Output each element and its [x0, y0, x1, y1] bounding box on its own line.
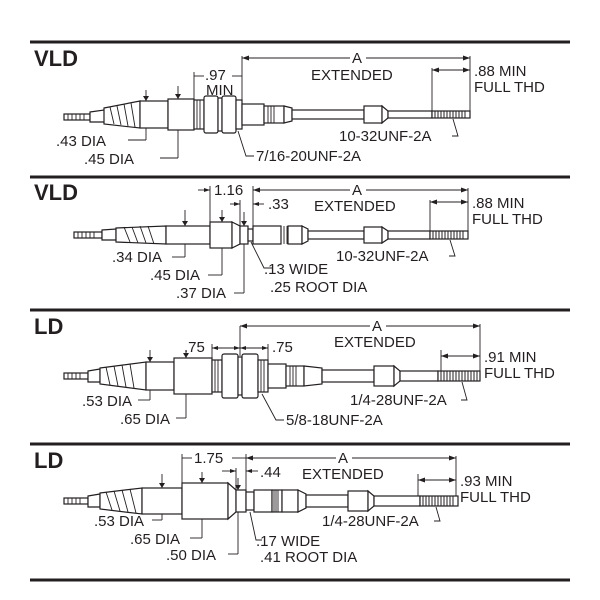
shaft-collar — [363, 105, 383, 124]
probe-shaft — [321, 369, 375, 383]
cable-jacket — [145, 361, 175, 391]
dim-full-thread-note: FULL THD — [472, 211, 543, 228]
section-title: LD — [34, 314, 63, 339]
section-ld-threaded: LD .53 DIA .65 DIA — [34, 314, 555, 429]
threaded-body — [211, 359, 223, 393]
dim-full-thread-note: FULL THD — [484, 365, 555, 382]
dim-cable-dia: .34 DIA — [112, 249, 162, 266]
threaded-tip — [429, 230, 469, 240]
cable-icon — [63, 100, 141, 129]
dim-body-length: 1.75 — [194, 450, 223, 467]
hex-nut — [241, 353, 259, 399]
dim-cable-dia: .53 DIA — [82, 393, 132, 410]
hex-nut — [203, 95, 219, 134]
dim-full-thread: .91 MIN — [484, 349, 537, 366]
dim-full-thread: .93 MIN — [460, 473, 513, 490]
dim-full-thread: .88 MIN — [472, 195, 525, 212]
dim-extended-label: A — [352, 50, 362, 67]
cable-icon — [73, 225, 167, 245]
dim-body-length: 1.16 — [214, 182, 243, 199]
dim-groove-root: .41 ROOT DIA — [260, 549, 357, 566]
dim-body-thread: 5/8-18UNF-2A — [286, 412, 383, 429]
dim-tip-thread: 10-32UNF-2A — [336, 248, 429, 265]
dim-neck-dia: .50 DIA — [166, 547, 216, 564]
dim-housing-dia: .65 DIA — [130, 531, 180, 548]
dim-groove-width: .13 WIDE — [264, 261, 328, 278]
cable-icon — [63, 487, 143, 515]
connector-body — [252, 225, 282, 245]
neck — [239, 225, 249, 245]
dim-nut-length-note: MIN — [206, 82, 234, 99]
cable-jacket — [141, 487, 183, 515]
probe-shaft — [305, 494, 349, 508]
dim-cable-dia: .43 DIA — [56, 133, 106, 150]
dim-extended-note: EXTENDED — [311, 67, 393, 84]
housing — [209, 221, 233, 249]
groove — [245, 491, 255, 511]
dim-nut-length: .97 — [205, 67, 226, 84]
section-title: VLD — [34, 46, 78, 71]
connector-body — [253, 489, 273, 513]
dim-groove-offset: .33 — [268, 196, 289, 213]
shaft-collar — [373, 365, 395, 387]
dim-full-thread-note: FULL THD — [474, 79, 545, 96]
dim-extended-note: EXTENDED — [302, 466, 384, 483]
dim-extended-label: A — [352, 182, 362, 199]
dim-cable-dia: .53 DIA — [94, 513, 144, 530]
dim-housing-dia: .45 DIA — [150, 267, 200, 284]
cable-jacket — [139, 100, 169, 129]
cable-jacket — [165, 225, 211, 245]
section-vld-threaded: VLD .43 DIA .45 DIA — [34, 46, 545, 168]
dim-full-thread: .88 MIN — [474, 63, 527, 80]
section-title: LD — [34, 448, 63, 473]
dim-tip-thread: 1/4-28UNF-2A — [350, 392, 447, 409]
cable-icon — [63, 361, 147, 391]
dim-extended-label: A — [338, 450, 348, 467]
threaded-tip — [419, 495, 459, 507]
hex-nut — [221, 353, 239, 399]
groove — [247, 228, 254, 242]
connector-body — [241, 103, 265, 126]
dim-neck-dia: .37 DIA — [176, 285, 226, 302]
hex-nut — [221, 95, 237, 134]
dim-tip-thread: 1/4-28UNF-2A — [322, 513, 419, 530]
shaft-collar — [347, 490, 369, 512]
section-ld-groove: LD .53 DIA .65 DIA .50 DIA — [34, 448, 531, 566]
dim-extended-label: A — [372, 318, 382, 335]
section-vld-groove: VLD .34 DIA .45 DIA .37 DIA — [34, 180, 543, 302]
dim-body-thread: 7/16-20UNF-2A — [256, 148, 361, 165]
dim-tip-thread: 10-32UNF-2A — [339, 128, 432, 145]
dim-groove-offset: .44 — [260, 464, 281, 481]
dim-extended-note: EXTENDED — [334, 334, 416, 351]
dim-housing-dia: .65 DIA — [120, 411, 170, 428]
neck — [235, 489, 247, 513]
housing — [181, 482, 229, 520]
dim-nut-right: .75 — [272, 339, 293, 356]
probe-shaft — [291, 109, 365, 120]
housing — [173, 357, 213, 395]
shaft-collar — [363, 226, 383, 244]
section-title: VLD — [34, 180, 78, 205]
probe-shaft — [307, 230, 365, 240]
dim-groove-root: .25 ROOT DIA — [270, 279, 367, 296]
threaded-tip — [431, 110, 471, 119]
dim-nut-left: .75 — [184, 339, 205, 356]
housing — [167, 98, 195, 131]
dim-housing-dia: .45 DIA — [84, 151, 134, 168]
threaded-body — [193, 99, 205, 130]
dim-extended-note: EXTENDED — [314, 198, 396, 215]
dim-groove-width: .17 WIDE — [256, 533, 320, 550]
connector-body — [267, 363, 287, 389]
dim-full-thread-note: FULL THD — [460, 489, 531, 506]
